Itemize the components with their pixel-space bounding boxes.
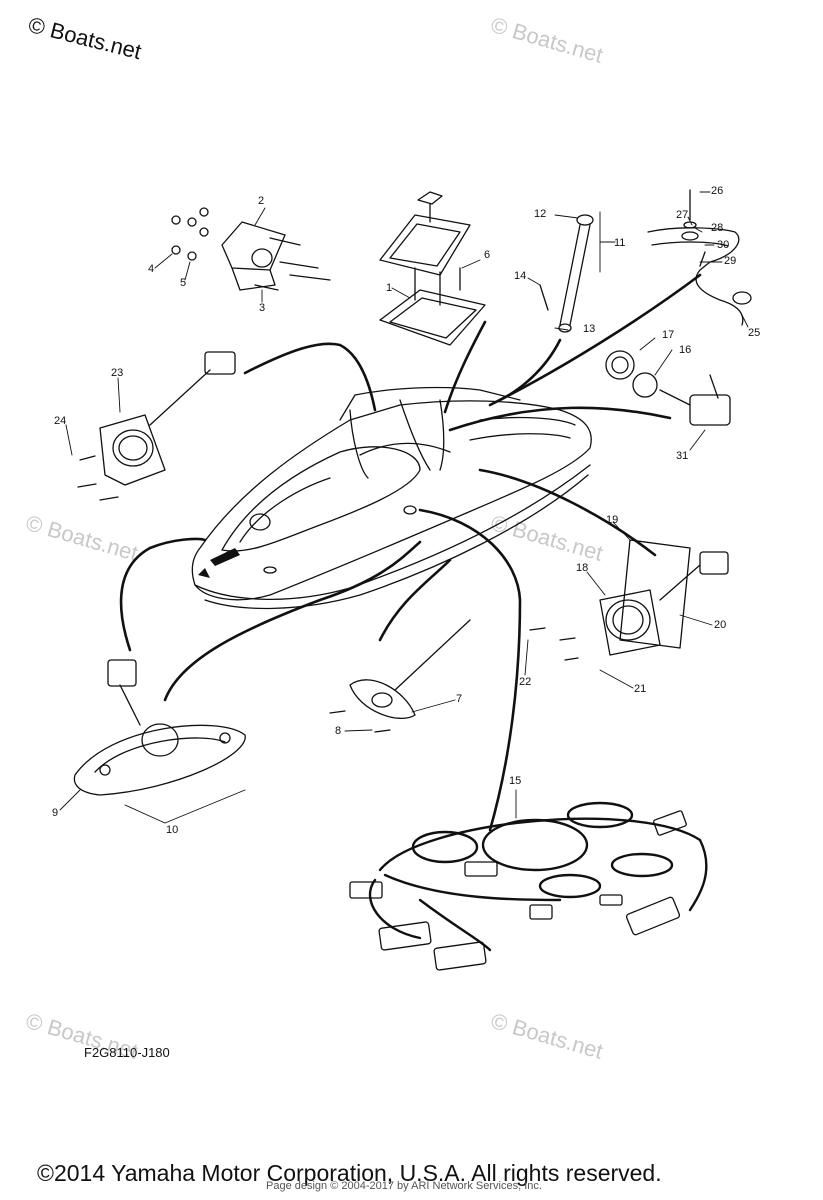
callout-8: 8 <box>335 725 342 737</box>
callout-31: 31 <box>676 450 689 462</box>
part-16-grommet <box>605 350 731 426</box>
callout-30: 30 <box>717 239 730 251</box>
leader-arrows <box>119 273 702 832</box>
callout-4: 4 <box>148 263 155 275</box>
callout-13: 13 <box>583 323 596 335</box>
harness-connectors <box>349 810 687 971</box>
boat-hull <box>191 386 592 610</box>
page-design-notice: Page design © 2004-2017 by ARI Network S… <box>266 1180 542 1192</box>
callout-12: 12 <box>534 208 547 220</box>
part-9-light-housing <box>73 659 246 796</box>
callout-18: 18 <box>576 562 589 574</box>
callout-26: 26 <box>711 185 724 197</box>
part-2-bracket <box>171 207 331 291</box>
callout-3: 3 <box>259 302 266 314</box>
callout-1: 1 <box>386 282 393 294</box>
callout-6: 6 <box>484 249 491 261</box>
part-7-lamp <box>329 619 471 733</box>
part-18-instrument-plate <box>529 539 729 661</box>
part-code: F2G8110-J180 <box>84 1045 170 1060</box>
callout-27: 27 <box>676 209 689 221</box>
callout-22: 22 <box>519 676 532 688</box>
callout-10: 10 <box>166 824 179 836</box>
callout-20: 20 <box>714 619 727 631</box>
callout-16: 16 <box>679 344 692 356</box>
callout-28: 28 <box>711 222 724 234</box>
callout-9: 9 <box>52 807 59 819</box>
callout-21: 21 <box>634 683 647 695</box>
part-11-support-rod <box>539 214 594 333</box>
callout-15: 15 <box>509 775 522 787</box>
part-1-cover-plate <box>379 191 486 346</box>
part-15-wiring-harness <box>368 801 708 952</box>
copyright-notice: ©2014 Yamaha Motor Corporation, U.S.A. A… <box>37 1160 662 1186</box>
callout-24: 24 <box>54 415 67 427</box>
callout-7: 7 <box>456 693 463 705</box>
callout-25: 25 <box>748 327 761 339</box>
callout-29: 29 <box>724 255 737 267</box>
callout-2: 2 <box>258 195 265 207</box>
callout-17: 17 <box>662 329 675 341</box>
callout-14: 14 <box>514 270 527 282</box>
callout-11: 11 <box>614 237 626 249</box>
callout-19: 19 <box>606 514 619 526</box>
callout-5: 5 <box>180 277 187 289</box>
part-23-flange <box>77 351 236 501</box>
callout-leaders <box>59 191 749 824</box>
callout-23: 23 <box>111 367 124 379</box>
